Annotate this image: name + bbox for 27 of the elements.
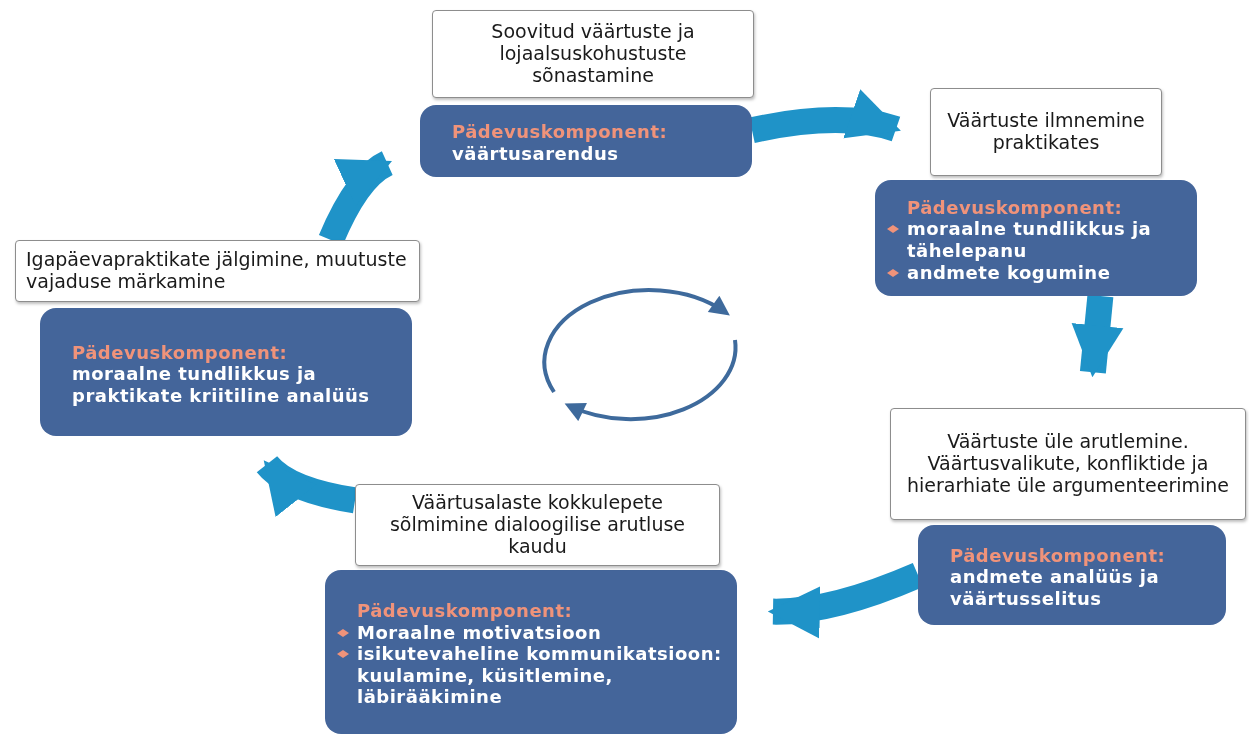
competence-text: andmete analüüs ja väärtusselitus: [950, 566, 1161, 610]
competence-text: isikutevaheline kommunikatsioon: kuulamine, küsitlemine, läbirääkimine: [357, 643, 723, 708]
callout-box: [15, 240, 420, 302]
callout-box: [890, 408, 1246, 520]
competence-text: väärtusarendus: [452, 143, 620, 165]
competence-box: [918, 525, 1226, 625]
competence-box: [875, 180, 1197, 296]
competence-heading: Pädevuskomponent:: [452, 121, 669, 143]
block-arrow: [1071, 294, 1124, 378]
step-text: Väärtuste üle arutlemine. Väärtusvalikute, konfliktide ja hierarhiate üle argumenteerimine: [905, 431, 1230, 497]
competence-box: [40, 308, 412, 436]
competence-box: [420, 105, 752, 177]
callout-box: [355, 484, 720, 566]
step-text: Soovitud väärtuste ja lojaalsuskohustuste sõnastamine: [490, 21, 696, 87]
step-text: Igapäevapraktikate jälgimine, muutuste vajaduse märkamine: [26, 249, 408, 293]
competence-heading: Pädevuskomponent:: [950, 544, 1167, 567]
competence-heading: Pädevuskomponent:: [357, 600, 574, 622]
callout-box: [432, 10, 754, 98]
competence-text: Moraalne motivatsioon: [357, 621, 602, 644]
callout-box: [930, 88, 1162, 176]
competence-box: [325, 570, 737, 734]
competence-text: andmete kogumine: [907, 261, 1111, 284]
step-text: Väärtuste ilmnemine praktikates: [946, 110, 1146, 154]
competence-heading: Pädevuskomponent:: [907, 196, 1124, 219]
competence-text: moraalne tundlikkus ja praktikate kriitiline analüüs: [72, 363, 371, 407]
step-text: Väärtusalaste kokkulepete sõlmimine dialoogilise arutluse kaudu: [388, 492, 686, 558]
competence-heading: Pädevuskomponent:: [72, 341, 289, 364]
